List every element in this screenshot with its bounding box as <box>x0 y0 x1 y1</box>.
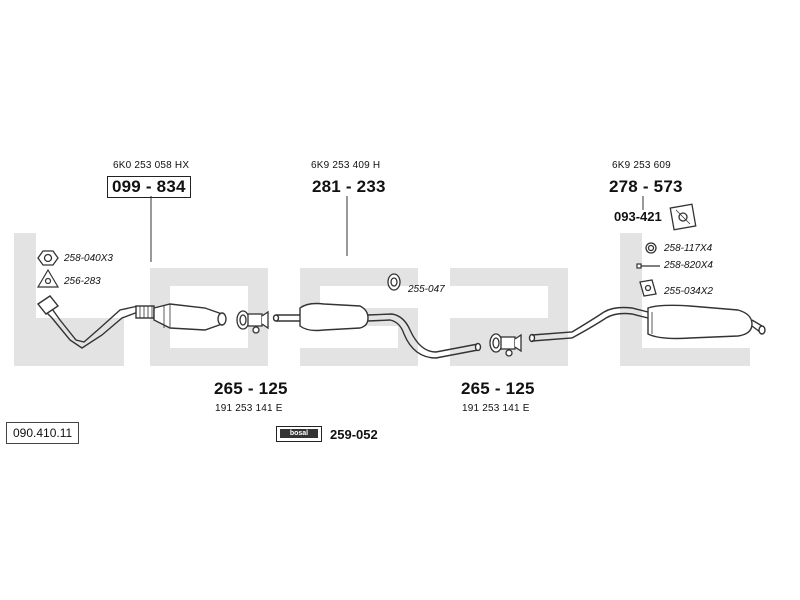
watermark-block <box>150 348 268 366</box>
bosal-badge: bosal <box>276 426 322 442</box>
bracket-part-number: 255-034X2 <box>664 286 713 297</box>
gasket-triangle-part-number: 256-283 <box>64 276 101 287</box>
ring-small-icon <box>645 242 657 254</box>
rear-silencer-oem-number: 6K9 253 609 <box>612 160 671 171</box>
bolt-icon <box>636 263 660 269</box>
rubber-mount-part-number[interactable]: 093-421 <box>614 209 662 224</box>
bosal-badge-text: bosal <box>280 429 318 438</box>
gasket-triangle-icon <box>36 268 60 288</box>
middle-silencer-part-number[interactable]: 281 - 233 <box>312 177 386 196</box>
clamp-right-part <box>489 333 522 357</box>
rear-silencer-part <box>528 304 766 343</box>
clamp-left-part <box>236 310 269 334</box>
clamp-right-oem-number: 191 253 141 E <box>462 403 530 414</box>
clamp-left-part-number[interactable]: 265 - 125 <box>214 379 288 398</box>
downpipe-part <box>36 295 227 349</box>
watermark-block <box>150 268 268 286</box>
rubber-mount-part <box>669 203 697 231</box>
bracket-icon <box>639 279 657 297</box>
downpipe-part-number[interactable]: 099 - 834 <box>107 176 191 198</box>
ring-part-number: 255-047 <box>408 284 445 295</box>
middle-silencer-oem-number: 6K9 253 409 H <box>311 160 381 171</box>
ring-small-part-number: 258-117X4 <box>664 243 713 254</box>
watermark-block <box>300 348 418 366</box>
diagram-reference-number: 090.410.11 <box>6 422 80 444</box>
clamp-left-oem-number: 191 253 141 E <box>215 403 283 414</box>
watermark-block <box>620 348 750 366</box>
ring-part <box>387 273 401 291</box>
watermark-block <box>450 268 568 286</box>
middle-silencer-part <box>272 302 482 359</box>
nut-part-number: 258-040X3 <box>64 253 113 264</box>
rear-silencer-part-number[interactable]: 278 - 573 <box>609 177 683 196</box>
downpipe-oem-number: 6K0 253 058 HX <box>113 160 190 171</box>
assembly-kit-part-number[interactable]: 259-052 <box>330 427 378 442</box>
clamp-right-part-number[interactable]: 265 - 125 <box>461 379 535 398</box>
bolt-part-number: 258-820X4 <box>664 260 713 271</box>
nut-icon <box>37 250 59 266</box>
